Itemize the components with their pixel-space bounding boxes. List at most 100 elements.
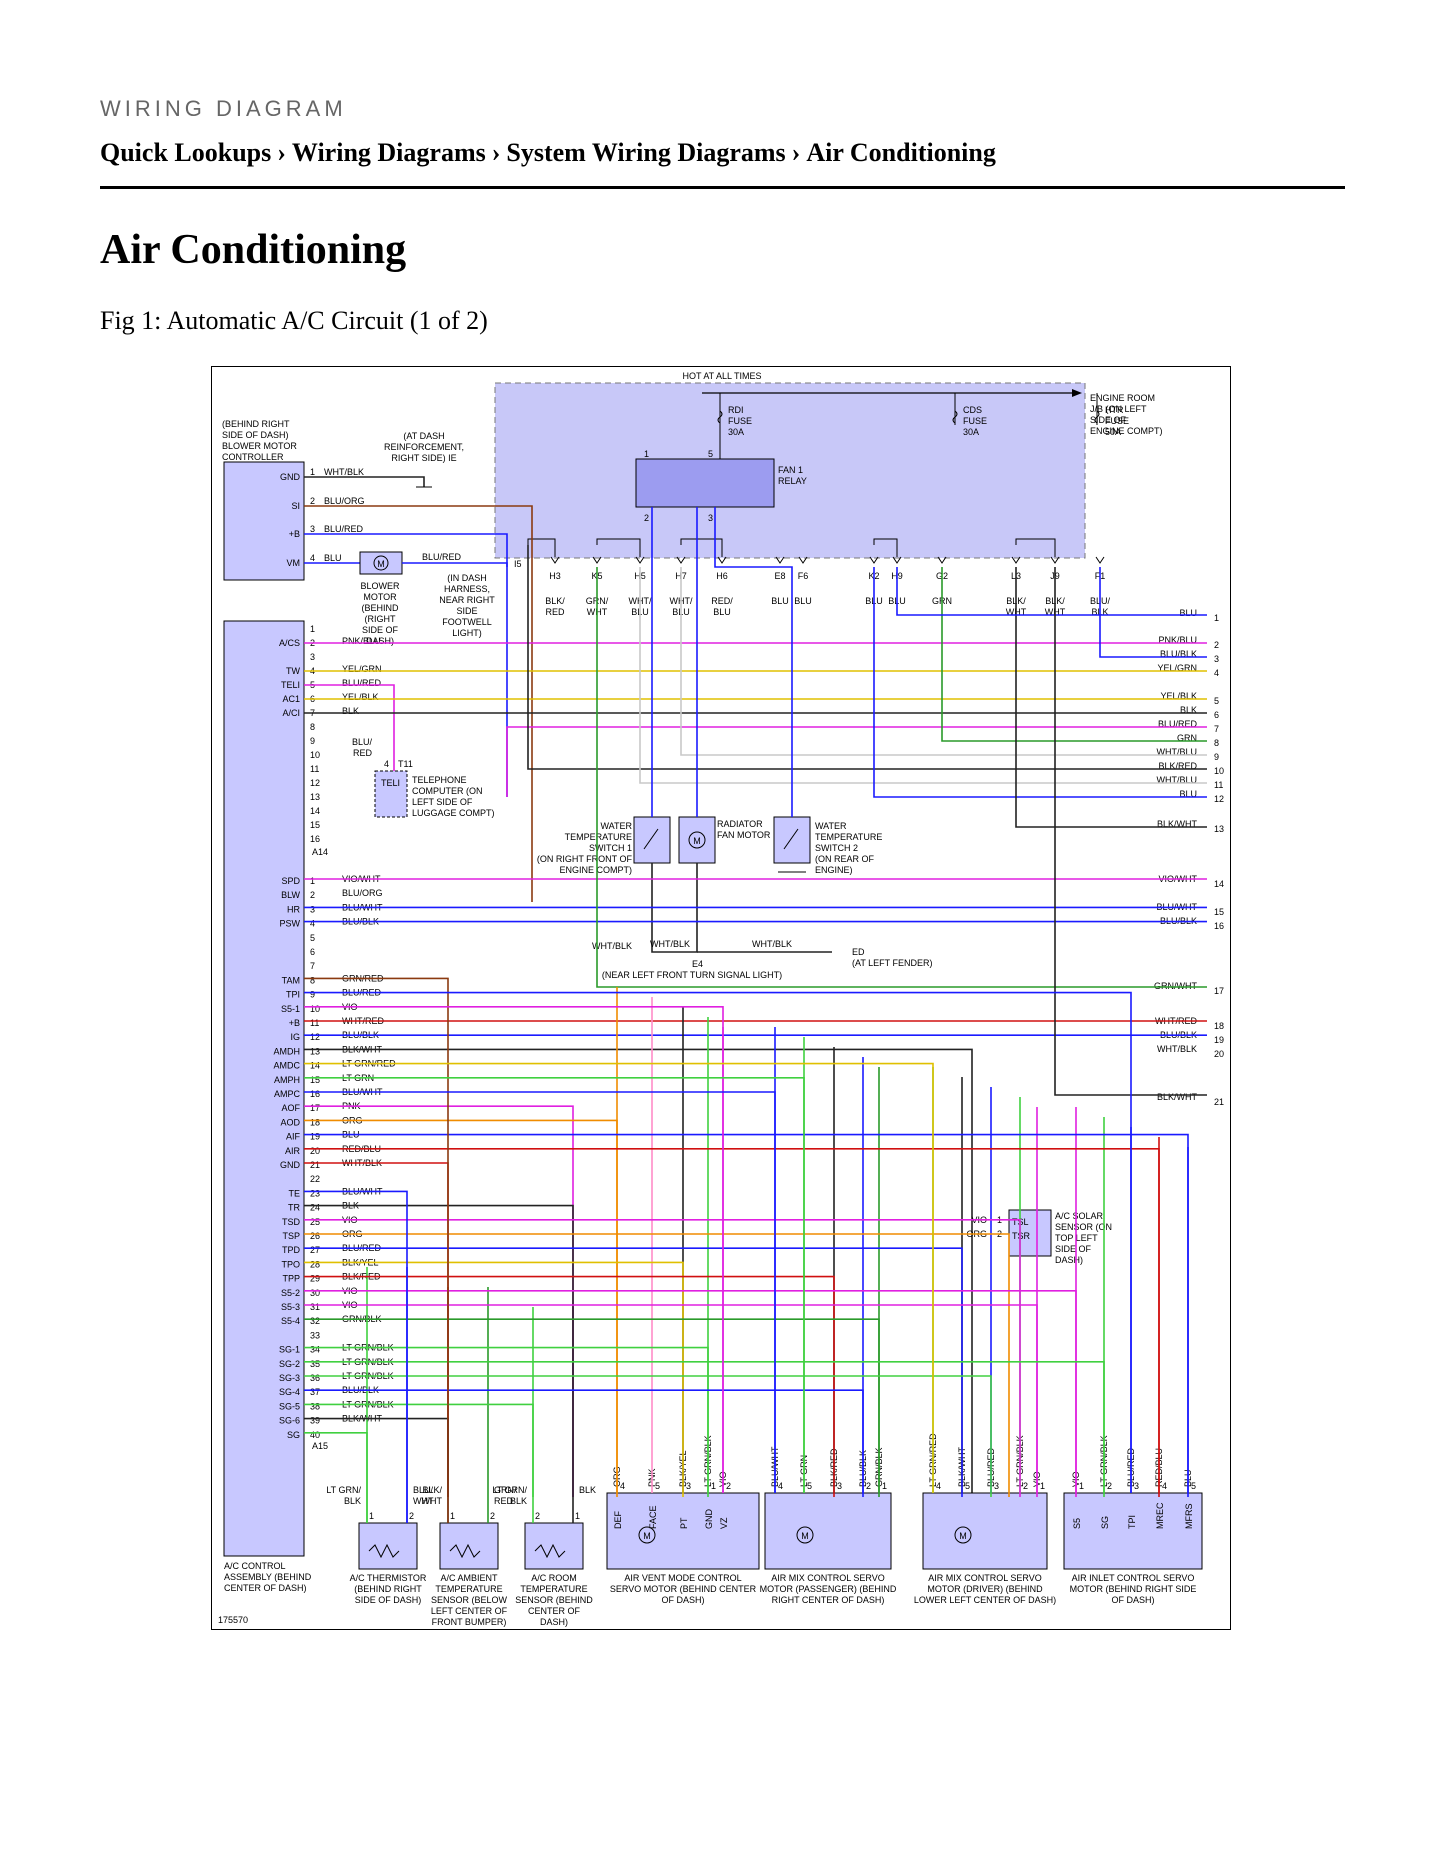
wire-color-label: BLU/ — [413, 1485, 434, 1495]
ac-pin: AMPC — [274, 1089, 301, 1099]
ac-pin: TR — [288, 1203, 300, 1213]
connector-wire-color: BLU — [713, 607, 731, 617]
wire-feed — [304, 1304, 1038, 1497]
relay-pin: 2 — [644, 513, 649, 523]
pin-number: 2 — [310, 890, 315, 900]
hot-at-all-times-label: HOT AT ALL TIMES — [682, 371, 761, 381]
pin-number: 4 — [778, 1481, 783, 1491]
bottom-component-label: LOWER LEFT CENTER OF DASH) — [914, 1595, 1056, 1605]
right-edge-number: 15 — [1214, 907, 1224, 917]
servo-terminal: S5 — [1072, 1518, 1082, 1529]
wire-color-label: BLK — [342, 706, 359, 716]
wire-color-label: LT GRN/ — [326, 1485, 361, 1495]
telephone-pin: TELI — [381, 778, 400, 788]
ac-pin: S5-1 — [281, 1004, 300, 1014]
breadcrumb-item-wiring-diagrams[interactable]: Wiring Diagrams — [291, 138, 486, 167]
fuse-name: RDI — [728, 405, 744, 415]
servo-terminal: GND — [704, 1509, 714, 1530]
pin-number: 9 — [310, 990, 315, 1000]
bus-arrow — [1072, 389, 1082, 397]
motor-symbol — [373, 555, 389, 571]
pin-number: 38 — [310, 1401, 320, 1411]
breadcrumb-item-system-wiring[interactable]: System Wiring Diagrams — [506, 138, 786, 167]
wire-blu-red — [304, 533, 508, 567]
right-edge-wire-label: BLU — [1179, 789, 1197, 799]
bottom-component-label: A/C AMBIENT — [440, 1573, 498, 1583]
ac-pin: AOD — [280, 1117, 300, 1127]
wire-blu-red-tpi — [304, 991, 1132, 1493]
panel-tie — [527, 538, 556, 557]
ac-pin: AIF — [286, 1132, 301, 1142]
fan1-relay — [635, 458, 775, 508]
blower-motor-label: BLOWER — [360, 581, 400, 591]
wire-color-label: WHT/BLK — [752, 939, 792, 949]
junction-label: I5 — [514, 559, 522, 569]
pin-number: 8 — [310, 722, 315, 732]
bottom-component-box — [606, 1492, 760, 1570]
ground-ie-label: (AT DASH — [403, 431, 444, 441]
pin-number: 5 — [1191, 1481, 1196, 1491]
wire-feed — [304, 1375, 992, 1497]
connector-chevron — [635, 556, 645, 564]
bottom-component-box — [1063, 1492, 1203, 1570]
ac-pin: GND — [280, 1160, 301, 1170]
wire-blu-red-teli — [304, 684, 395, 771]
wire-blk-red — [527, 545, 1207, 770]
breadcrumb-item-quick-lookups[interactable]: Quick Lookups — [100, 138, 272, 167]
ac-pin: S5-2 — [281, 1288, 300, 1298]
pin-number: 2 — [490, 1511, 495, 1521]
wire-feed — [304, 1204, 574, 1497]
ac-pin: TPD — [282, 1245, 301, 1255]
right-edge-number: 5 — [1214, 696, 1219, 706]
right-edge-wire-label: PNK/BLU — [1158, 635, 1197, 645]
right-edge-wire-label: BLK — [1180, 705, 1197, 715]
panel-tie — [596, 538, 641, 557]
right-edge-wire-label: BLU/BLK — [1160, 649, 1197, 659]
right-edge-wire-label: BLU/RED — [1158, 719, 1198, 729]
right-edge-wire-label: YEL/BLK — [1160, 691, 1197, 701]
ac-assembly-label: CENTER OF DASH) — [224, 1583, 307, 1593]
wire-feed — [304, 1318, 880, 1497]
pin-number: 12 — [310, 778, 320, 788]
right-edge-number: 17 — [1214, 986, 1224, 996]
harness-note: HARNESS, — [444, 584, 490, 594]
right-edge-number: 4 — [1214, 668, 1219, 678]
relay-pin: 3 — [708, 513, 713, 523]
pin-number: 1 — [1040, 1481, 1045, 1491]
right-edge-number: 3 — [1214, 654, 1219, 664]
wire-sg — [304, 1432, 368, 1523]
wire-color-label: BLU/RED — [342, 678, 382, 688]
pin-number: 10 — [310, 750, 320, 760]
pin-number: 1 — [369, 1511, 374, 1521]
wire-blu-blk — [1099, 567, 1207, 658]
bottom-component-box — [764, 1492, 892, 1570]
pin-number: 4 — [936, 1481, 941, 1491]
ac-pin: AOF — [281, 1103, 300, 1113]
wire-feed — [304, 1119, 618, 1497]
pin-number: 9 — [310, 736, 315, 746]
blower-pin: +B — [289, 529, 300, 539]
ac-pin: PSW — [279, 919, 300, 929]
wire-color-label: LT GRN/ — [492, 1485, 527, 1495]
servo-motor-symbol — [954, 1526, 972, 1544]
fuse-box-label: SIDE OF — [1090, 415, 1127, 425]
ac-pin: BLW — [281, 890, 300, 900]
wire-color-label: YEL/GRN — [342, 664, 382, 674]
ac-pin: HR — [287, 904, 300, 914]
wire-blk-wht-amdh — [304, 1048, 973, 1497]
connector-wire-color: BLK/ — [545, 596, 565, 606]
ground-ie-label: REINFORCEMENT, — [384, 442, 464, 452]
water-temp-switch-1-loc: ENGINE COMPT) — [559, 865, 632, 875]
ac-pin: SG-4 — [279, 1387, 300, 1397]
figure-caption: Fig 1: Automatic A/C Circuit (1 of 2) — [100, 306, 488, 335]
radiator-fan-motor-label: FAN MOTOR — [717, 830, 771, 840]
water-temp-switch-1-label: WATER — [601, 821, 633, 831]
ac-pin: TPO — [281, 1259, 300, 1269]
ac-solar-sensor — [1008, 1209, 1052, 1257]
bottom-component-label: OF DASH) — [661, 1595, 704, 1605]
bottom-component-label: DASH) — [540, 1617, 568, 1627]
switch-symbol — [783, 828, 799, 850]
ac-pin: TSP — [282, 1231, 300, 1241]
telephone-id: T11 — [398, 759, 413, 769]
servo-terminal: MFRS — [1184, 1504, 1194, 1530]
